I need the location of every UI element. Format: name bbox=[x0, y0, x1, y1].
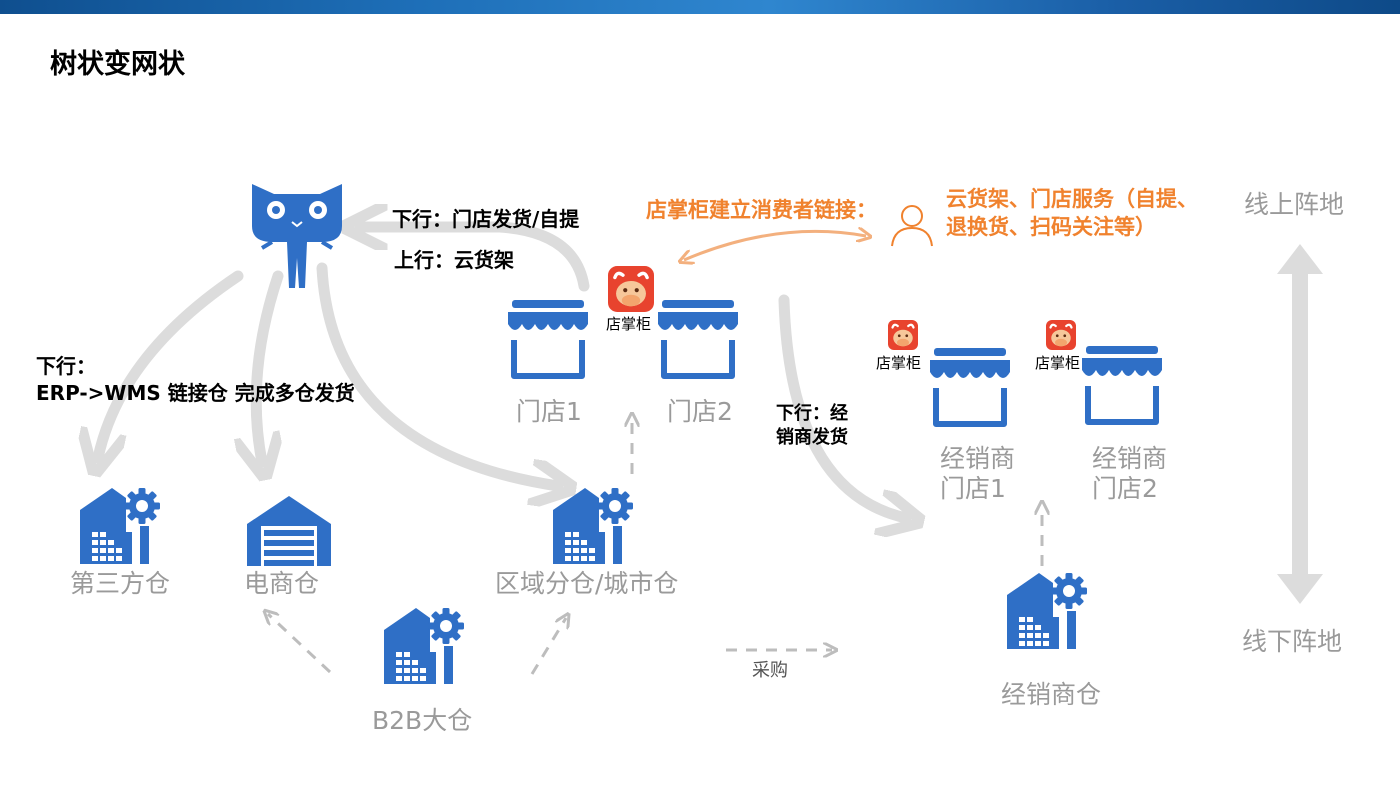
arrow-tmall-to-regional bbox=[316, 262, 558, 486]
arrow-to-tmall bbox=[360, 227, 590, 292]
warehouse-gear-icon bbox=[80, 488, 160, 564]
dianzhanggui-bull-icon bbox=[886, 318, 920, 352]
storefront-icon bbox=[930, 348, 1010, 424]
uplink-cloud-shelf-label: 上行：云货架 bbox=[394, 248, 514, 272]
consumer-link-arrow bbox=[684, 231, 866, 260]
dealer-ship-label-line2: 销商发货 bbox=[776, 427, 848, 448]
dealer-wh-label: 经销商仓 bbox=[1001, 680, 1102, 709]
warehouse-gear-icon bbox=[1007, 573, 1087, 649]
services-label-line2: 退换货、扫码关注等） bbox=[946, 215, 1156, 239]
downlink-store-ship-label: 下行：门店发货/自提 bbox=[392, 207, 580, 231]
dealer-store1-label-line1: 经销商 bbox=[940, 444, 1016, 473]
warehouse-gear-icon bbox=[384, 608, 464, 684]
top-banner bbox=[0, 0, 1400, 14]
dianzhanggui-bull-icon bbox=[606, 264, 656, 314]
garage-warehouse-icon bbox=[247, 496, 331, 566]
storefront-icon bbox=[1082, 346, 1162, 422]
online-front-label: 线上阵地 bbox=[1244, 190, 1345, 219]
store1-label: 门店1 bbox=[516, 397, 582, 426]
procurement-label: 采购 bbox=[752, 660, 788, 681]
online-offline-axis-arrow bbox=[1277, 244, 1323, 604]
store2-label: 门店2 bbox=[667, 397, 733, 426]
badge-caption: 店掌柜 bbox=[606, 315, 652, 333]
consumer-link-label: 店掌柜建立消费者链接： bbox=[646, 198, 877, 222]
arrow-tmall-to-ecommerce bbox=[256, 270, 278, 462]
downlink-heading-label: 下行： bbox=[36, 354, 96, 378]
badge-caption: 店掌柜 bbox=[1035, 354, 1081, 372]
storefront-icon bbox=[658, 300, 738, 376]
dealer-store2-label-line1: 经销商 bbox=[1092, 444, 1168, 473]
badge-caption: 店掌柜 bbox=[876, 354, 922, 372]
dealer-store2-label-line2: 门店2 bbox=[1092, 474, 1158, 503]
dealer-store1-label-line2: 门店1 bbox=[940, 474, 1006, 503]
dash-b2b-to-ecommerce bbox=[268, 614, 332, 674]
arrow-store-to-dealer bbox=[778, 294, 906, 518]
warehouse-gear-icon bbox=[553, 488, 633, 564]
ecommerce-wh-label: 电商仓 bbox=[244, 569, 320, 598]
offline-front-label: 线下阵地 bbox=[1242, 627, 1343, 656]
person-outline-icon bbox=[891, 205, 933, 247]
dash-b2b-to-regional bbox=[530, 618, 566, 675]
dianzhanggui-bull-icon bbox=[1044, 318, 1078, 352]
services-label-line1: 云货架、门店服务（自提、 bbox=[946, 187, 1198, 211]
page-title: 树状变网状 bbox=[50, 49, 185, 80]
arrow-tmall-to-third-party bbox=[98, 270, 244, 458]
tmall-cat-icon bbox=[252, 184, 342, 288]
regional-wh-label: 区域分仓/城市仓 bbox=[495, 569, 679, 598]
erp-wms-label: ERP->WMS 链接仓 完成多仓发货 bbox=[36, 381, 355, 405]
storefront-icon bbox=[508, 300, 588, 376]
dealer-ship-label-line1: 下行：经 bbox=[776, 403, 848, 424]
b2b-wh-label: B2B大仓 bbox=[372, 706, 473, 735]
third-party-wh-label: 第三方仓 bbox=[70, 569, 171, 598]
